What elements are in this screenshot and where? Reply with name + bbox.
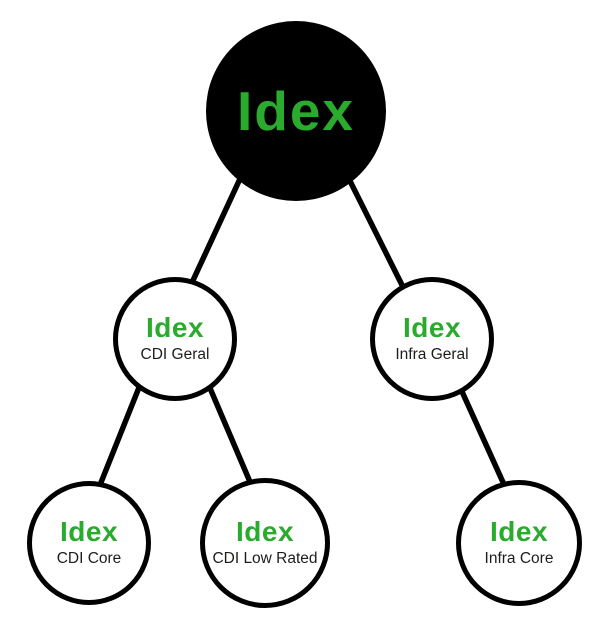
idex-brand-label: Idex [402,312,462,344]
node-infra-core: Idex Infra Core [456,480,582,606]
idex-brand-label: Idex [236,79,356,142]
idex-brand-label: Idex [489,516,549,548]
node-infra-geral: Idex Infra Geral [370,277,494,401]
idex-brand-label: Idex [145,312,205,344]
node-cdi-core: Idex CDI Core [27,481,151,605]
node-sublabel: CDI Low Rated [212,550,318,568]
node-sublabel: CDI Core [56,550,122,568]
node-sublabel: Infra Geral [395,346,469,364]
node-cdi-low-rated: Idex CDI Low Rated [200,478,330,608]
node-sublabel: CDI Geral [140,346,210,364]
node-cdi-geral: Idex CDI Geral [113,277,237,401]
idex-brand-label: Idex [59,516,119,548]
edge-root-to-infra-geral [339,163,411,299]
node-sublabel: Infra Core [484,550,554,568]
node-idex-root: Idex [206,21,386,201]
idex-brand-label: Idex [235,516,295,548]
